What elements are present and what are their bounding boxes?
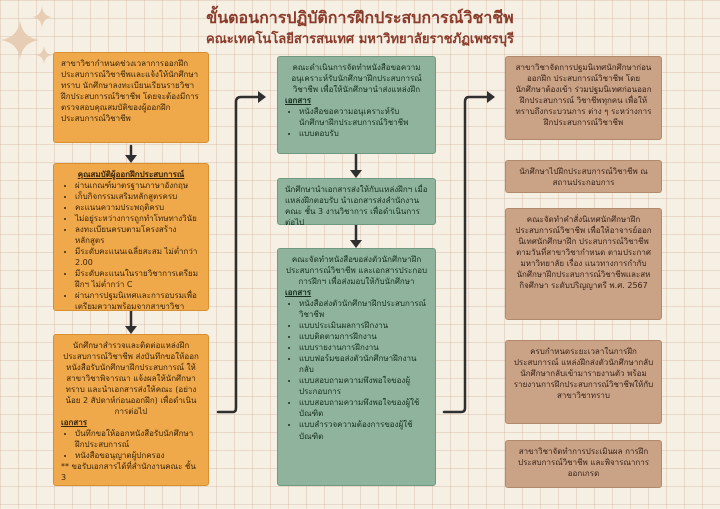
documents-list: หนังสือขอความอนุเคราะห์รับนักศึกษาฝึกประ… bbox=[285, 106, 428, 139]
list-item: ผ่านการปฐมนิเทศและการอบรมเพื่อเตรียมความ… bbox=[75, 290, 201, 312]
page-title: ขั้นตอนการปฏิบัติการฝึกประสบการณ์วิชาชีพ bbox=[206, 8, 514, 27]
arrow-c1-to-c2 bbox=[216, 95, 262, 414]
list-item: มีระดับคะแนนในรายวิชาการเตรียมฝึกฯ ไม่ต่… bbox=[75, 268, 201, 290]
step-box-orientation: สาขาวิชาจัดการปฐมนิเทศนักศึกษาก่อนออกฝึก… bbox=[505, 56, 662, 140]
step-text: สาขาวิชาจัดการปฐมนิเทศนักศึกษาก่อนออกฝึก… bbox=[515, 63, 652, 128]
step-text: คณะจัดทำคำสั่งนิเทศนักศึกษาฝึกประสบการณ์… bbox=[515, 215, 652, 291]
step-box-request-letter: คณะดำเนินการจัดทำหนังสือขอความอนุเคราะห์… bbox=[277, 56, 436, 154]
list-item: หนังสือส่งตัวนักศึกษาฝึกประสบการณ์วิชาชี… bbox=[299, 298, 428, 320]
list-item: แบบประเมินผลการฝึกงาน bbox=[299, 320, 428, 331]
step-text: คณะจัดทำหนังสือขอส่งตัวนักศึกษาฝึกประสบก… bbox=[285, 255, 428, 287]
list-item: แบบตอบรับ bbox=[299, 128, 428, 139]
qualifications-list: ผ่านเกณฑ์มาตรฐานภาษาอังกฤษ เก็บกิจกรรมเส… bbox=[61, 180, 201, 312]
documents-heading: เอกสาร bbox=[285, 96, 312, 106]
step-text: นักศึกษานำเอกสารส่งให้กับแหล่งฝึกฯ เมื่อ… bbox=[285, 185, 428, 228]
list-item: มีระดับคะแนนเฉลี่ยสะสม ไม่ต่ำกว่า 2.00 bbox=[75, 246, 201, 268]
step-text: คณะดำเนินการจัดทำหนังสือขอความอนุเคราะห์… bbox=[291, 63, 422, 95]
list-item: แบบฟอร์มขอส่งตัวนักศึกษาฝึกงานกลับ bbox=[299, 353, 428, 375]
step-box-evaluation-grading: สาขาวิชาจัดทำการประเมินผล การฝึกประสบการ… bbox=[505, 440, 662, 488]
list-item: แบบติดตามการฝึกงาน bbox=[299, 331, 428, 342]
step-box-return-report: ครบกำหนดระยะเวลาในการฝึกประสบการณ์ แหล่ง… bbox=[505, 340, 662, 424]
step-text: ครบกำหนดระยะเวลาในการฝึกประสบการณ์ แหล่ง… bbox=[513, 347, 654, 401]
list-item: แบบสำรวจความต้องการของผู้ใช้บัณฑิต bbox=[299, 419, 428, 441]
step-box-schedule-announcement: สาขาวิชากำหนดช่วงเวลาการออกฝึกประสบการณ์… bbox=[53, 52, 209, 143]
list-item: บันทึกขอให้ออกหนังสือรับนักศึกษาฝึกประสบ… bbox=[75, 428, 201, 450]
list-item: หนังสือขอนุญาตผู้ปกครอง bbox=[75, 450, 201, 461]
sparkle-decoration-icon bbox=[0, 6, 52, 64]
list-item: แบบสอบถามความพึงพอใจของผู้ใช้บัณฑิต bbox=[299, 397, 428, 419]
list-item: ไม่อยู่ระหว่างการถูกทำโทษทางวินัย bbox=[75, 213, 201, 224]
step-text: นักศึกษาสำรวจและติดต่อแหล่งฝึกประสบการณ์… bbox=[63, 341, 199, 417]
list-item: ลงทะเบียนครบตามโครงสร้างหลักสูตร bbox=[75, 224, 201, 246]
step-box-submit-to-site: นักศึกษานำเอกสารส่งให้กับแหล่งฝึกฯ เมื่อ… bbox=[277, 178, 436, 228]
step-text: นักศึกษาไปฝึกประสบการณ์วิชาชีพ ณ สถานประ… bbox=[519, 167, 648, 188]
list-item: เก็บกิจกรรมเสริมหลักสูตรครบ bbox=[75, 191, 201, 202]
list-item: แบบสอบถามความพึงพอใจของผู้ประกอบการ bbox=[299, 375, 428, 397]
list-item: แบบรายงานการฝึกงาน bbox=[299, 342, 428, 353]
step-text: สาขาวิชากำหนดช่วงเวลาการออกฝึกประสบการณ์… bbox=[61, 59, 199, 124]
documents-note: ** ขอรับเอกสารได้ที่สำนักงานคณะ ชั้น 3 bbox=[61, 462, 196, 483]
list-item: ผ่านเกณฑ์มาตรฐานภาษาอังกฤษ bbox=[75, 180, 201, 191]
documents-list: บันทึกขอให้ออกหนังสือรับนักศึกษาฝึกประสบ… bbox=[61, 428, 201, 461]
list-item: คะแนนความประพฤติครบ bbox=[75, 202, 201, 213]
arrow-c2-to-c3 bbox=[442, 95, 491, 414]
step-box-contact-placement: นักศึกษาสำรวจและติดต่อแหล่งฝึกประสบการณ์… bbox=[53, 334, 209, 486]
step-box-qualifications: คุณสมบัติผู้ออกฝึกประสบการณ์ ผ่านเกณฑ์มา… bbox=[53, 163, 209, 311]
step-box-internship: นักศึกษาไปฝึกประสบการณ์วิชาชีพ ณ สถานประ… bbox=[505, 160, 662, 193]
documents-heading: เอกสาร bbox=[285, 288, 312, 298]
step-box-supervision-order: คณะจัดทำคำสั่งนิเทศนักศึกษาฝึกประสบการณ์… bbox=[505, 208, 662, 320]
step-box-dispatch-documents: คณะจัดทำหนังสือขอส่งตัวนักศึกษาฝึกประสบก… bbox=[277, 248, 436, 486]
step-text: สาขาวิชาจัดทำการประเมินผล การฝึกประสบการ… bbox=[518, 447, 649, 479]
documents-heading: เอกสาร bbox=[61, 418, 88, 428]
list-item: หนังสือขอความอนุเคราะห์รับนักศึกษาฝึกประ… bbox=[299, 106, 428, 128]
qualifications-heading: คุณสมบัติผู้ออกฝึกประสบการณ์ bbox=[77, 170, 185, 179]
page-subtitle: คณะเทคโนโลยีสารสนเทศ มหาวิทยาลัยราชภัฏเพ… bbox=[206, 32, 514, 47]
documents-list: หนังสือส่งตัวนักศึกษาฝึกประสบการณ์วิชาชี… bbox=[285, 298, 428, 441]
